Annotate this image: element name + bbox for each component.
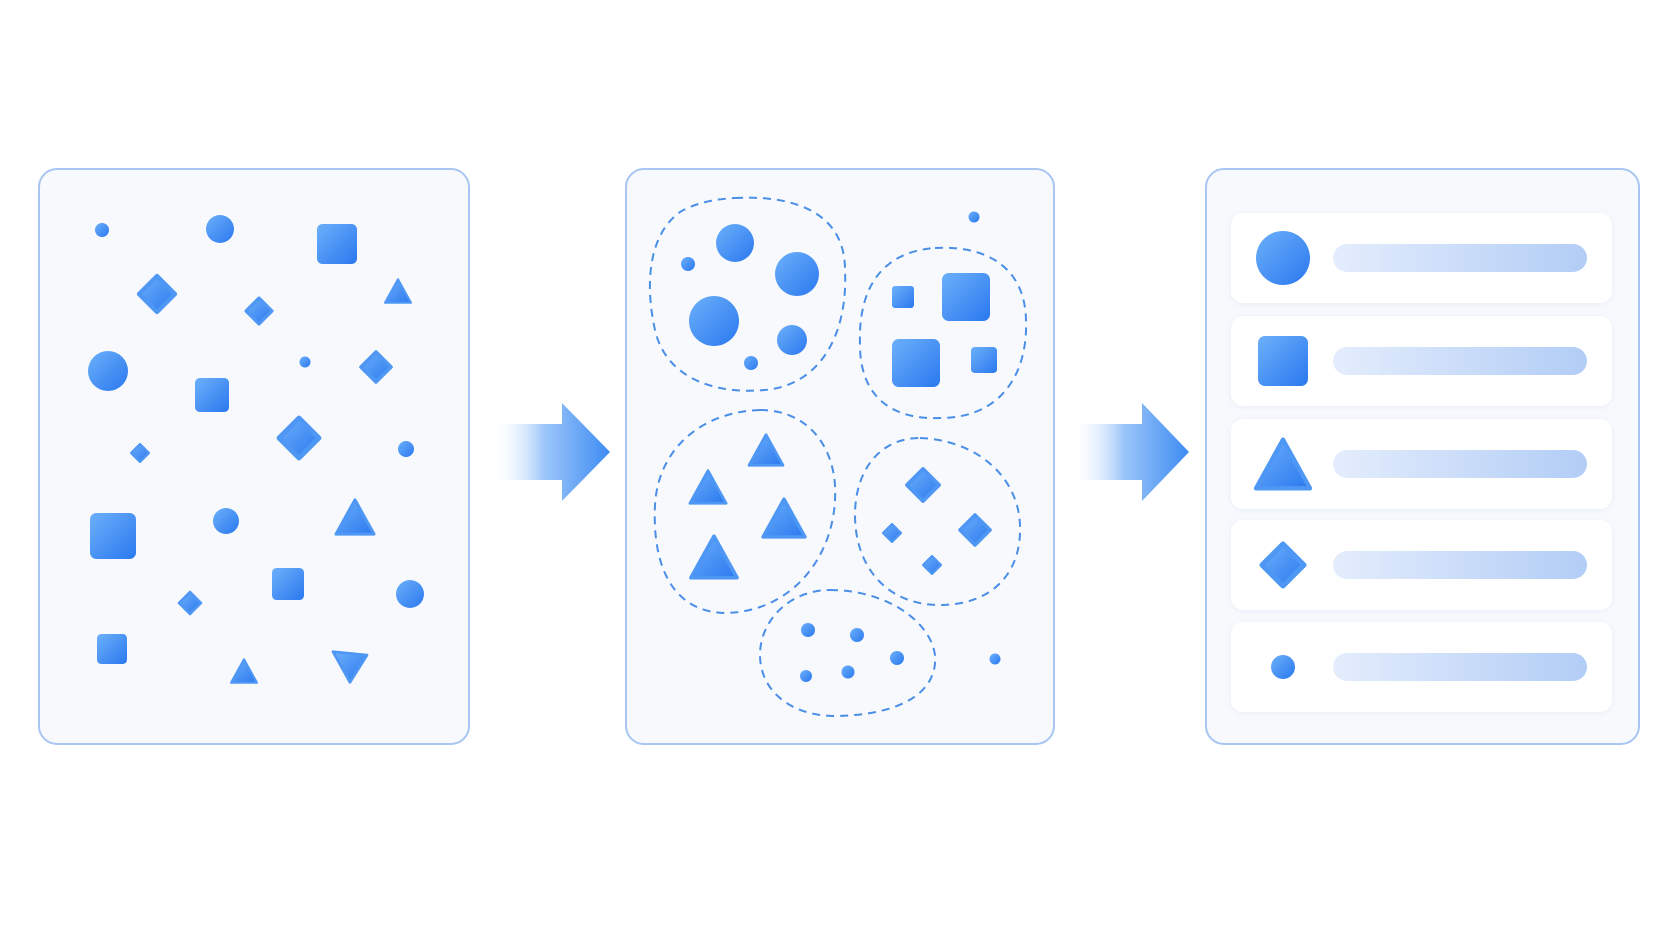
panel-unsorted xyxy=(38,168,470,745)
circle-icon xyxy=(716,224,754,262)
row-bar xyxy=(1333,653,1587,681)
diamond-icon xyxy=(359,350,393,384)
dot-icon xyxy=(801,623,815,637)
dot-icon xyxy=(744,356,758,370)
triangle-icon xyxy=(383,278,413,304)
row-bar xyxy=(1333,244,1587,272)
triangle-icon xyxy=(331,650,369,684)
dot-icon xyxy=(95,223,109,237)
list-item xyxy=(1231,316,1612,406)
row-bar xyxy=(1333,450,1587,478)
triangle-icon xyxy=(688,469,728,505)
diamond-icon xyxy=(881,522,903,544)
list-item xyxy=(1231,419,1612,509)
triangle-group-outline xyxy=(653,408,837,615)
row-bar xyxy=(1333,347,1587,375)
dot-icon xyxy=(850,628,864,642)
clustered-shapes xyxy=(681,211,1001,682)
square-group-outline xyxy=(858,246,1028,420)
triangle-icon xyxy=(229,658,259,684)
cluster-outlines xyxy=(648,196,1028,718)
list-item xyxy=(1231,622,1612,712)
dot-icon xyxy=(681,257,695,271)
dot-group-outline xyxy=(758,588,937,718)
circle-group-outline xyxy=(648,196,847,392)
list-item xyxy=(1231,520,1612,610)
dot-icon xyxy=(890,651,904,665)
square-icon xyxy=(195,378,229,412)
unsorted-shapes xyxy=(88,215,424,684)
arrow-right-icon xyxy=(1070,403,1189,501)
triangle-icon xyxy=(689,534,739,580)
diamond-icon xyxy=(1259,541,1307,589)
triangle-icon xyxy=(761,497,807,539)
list-item xyxy=(1231,213,1612,303)
circle-icon xyxy=(213,508,239,534)
square-icon xyxy=(97,634,127,664)
square-icon xyxy=(1258,336,1308,386)
diamond-icon xyxy=(177,590,203,616)
diamond-icon xyxy=(921,554,943,576)
diamond-icon xyxy=(905,467,941,503)
dot-icon xyxy=(841,665,855,679)
circle-icon xyxy=(206,215,234,243)
triangle-icon xyxy=(334,498,376,536)
square-icon xyxy=(272,568,304,600)
circle-icon xyxy=(396,580,424,608)
triangle-icon xyxy=(1253,437,1313,491)
circle-icon xyxy=(775,252,819,296)
circle-icon xyxy=(689,296,739,346)
arrow-right-icon xyxy=(491,403,610,501)
square-icon xyxy=(90,513,136,559)
circle-icon xyxy=(1256,231,1310,285)
row-bar xyxy=(1333,551,1587,579)
diamond-group-outline xyxy=(853,436,1022,607)
diamond-icon xyxy=(276,415,322,461)
square-icon xyxy=(317,224,357,264)
dot-icon xyxy=(989,653,1001,665)
dot-icon xyxy=(398,441,414,457)
diamond-icon xyxy=(136,273,178,315)
diamond-icon xyxy=(244,296,274,326)
dot-icon xyxy=(299,356,311,368)
dot-icon xyxy=(968,211,980,223)
diamond-icon xyxy=(958,513,992,547)
square-icon xyxy=(971,347,997,373)
square-icon xyxy=(942,273,990,321)
diamond-icon xyxy=(129,442,151,464)
square-icon xyxy=(892,286,914,308)
dot-icon xyxy=(1271,655,1295,679)
circle-icon xyxy=(777,325,807,355)
triangle-icon xyxy=(747,433,785,467)
dot-icon xyxy=(800,670,812,682)
categorized-list xyxy=(1231,213,1612,712)
square-icon xyxy=(892,339,940,387)
circle-icon xyxy=(88,351,128,391)
